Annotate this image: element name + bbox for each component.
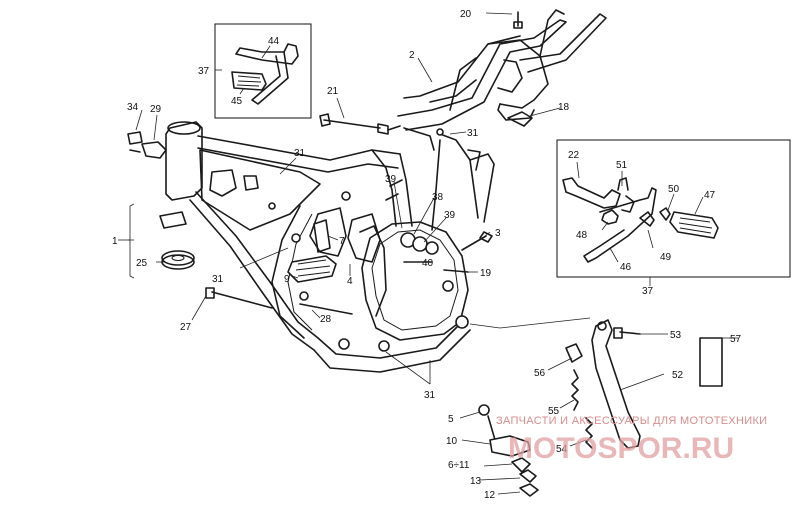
leader-lines [118, 12, 738, 495]
callout-5: 5 [448, 414, 454, 425]
callout-31-left: 31 [212, 274, 224, 285]
callout-22: 22 [568, 150, 580, 161]
callout-2: 2 [409, 50, 415, 61]
callout-48: 48 [576, 230, 588, 241]
callout-10: 10 [446, 436, 458, 447]
callout-37-right-inset: 37 [642, 286, 654, 297]
callout-52: 52 [672, 370, 684, 381]
callout-49: 49 [660, 252, 672, 263]
main-frame [165, 121, 495, 373]
callout-53: 53 [670, 330, 682, 341]
watermark-tagline: ЗАПЧАСТИ И АКСЕССУАРЫ ДЛЯ МОТОТЕХНИКИ [496, 415, 767, 427]
watermark-brand: MOTOSPOR.RU [508, 432, 734, 465]
side-stand-assembly [565, 319, 723, 449]
callout-20: 20 [460, 9, 472, 20]
pedal-small-parts [478, 404, 539, 497]
callout-46: 46 [620, 262, 632, 273]
right-footrest-assembly [562, 177, 719, 263]
callout-47: 47 [704, 190, 716, 201]
callout-54: 54 [556, 444, 568, 455]
callout-1: 1 [112, 236, 118, 247]
callout-45: 45 [231, 96, 243, 107]
inset-box-right [556, 139, 791, 278]
callout-39-lower: 39 [444, 210, 456, 221]
callout-6-11: 6÷11 [448, 460, 470, 471]
callout-34: 34 [127, 102, 139, 113]
callout-51: 51 [616, 160, 628, 171]
callout-31-top: 31 [294, 148, 306, 159]
rear-subframe [397, 9, 607, 171]
callout-18: 18 [558, 102, 570, 113]
callout-19: 19 [480, 268, 492, 279]
callout-50: 50 [668, 184, 680, 195]
callout-9: 9 [284, 274, 290, 285]
callout-4: 4 [347, 276, 353, 287]
callout-3: 3 [495, 228, 501, 239]
callout-29: 29 [150, 104, 162, 115]
callout-40: 40 [422, 258, 434, 269]
callout-28: 28 [320, 314, 332, 325]
callout-31-subframe: 31 [467, 128, 479, 139]
left-footrest-assembly [231, 43, 299, 105]
callout-57: 57 [730, 334, 742, 345]
callout-25: 25 [136, 258, 148, 269]
callout-7: 7 [339, 236, 345, 247]
callout-56: 56 [534, 368, 546, 379]
callout-21: 21 [327, 86, 339, 97]
callout-27: 27 [180, 322, 192, 333]
inset-box-left [214, 23, 312, 119]
callout-44: 44 [268, 36, 280, 47]
callout-39-upper: 39 [385, 174, 397, 185]
callout-38: 38 [432, 192, 444, 203]
callout-37-left-inset: 37 [198, 66, 210, 77]
callout-31-bottom: 31 [424, 390, 436, 401]
callout-13: 13 [470, 476, 482, 487]
callout-12: 12 [484, 490, 496, 501]
callout-labels: 1 2 3 4 5 6÷11 7 9 10 12 13 18 19 20 21 … [112, 9, 742, 501]
watermark: ЗАПЧАСТИ И АКСЕССУАРЫ ДЛЯ МОТОТЕХНИКИ MO… [496, 415, 767, 465]
callout-55: 55 [548, 406, 560, 417]
